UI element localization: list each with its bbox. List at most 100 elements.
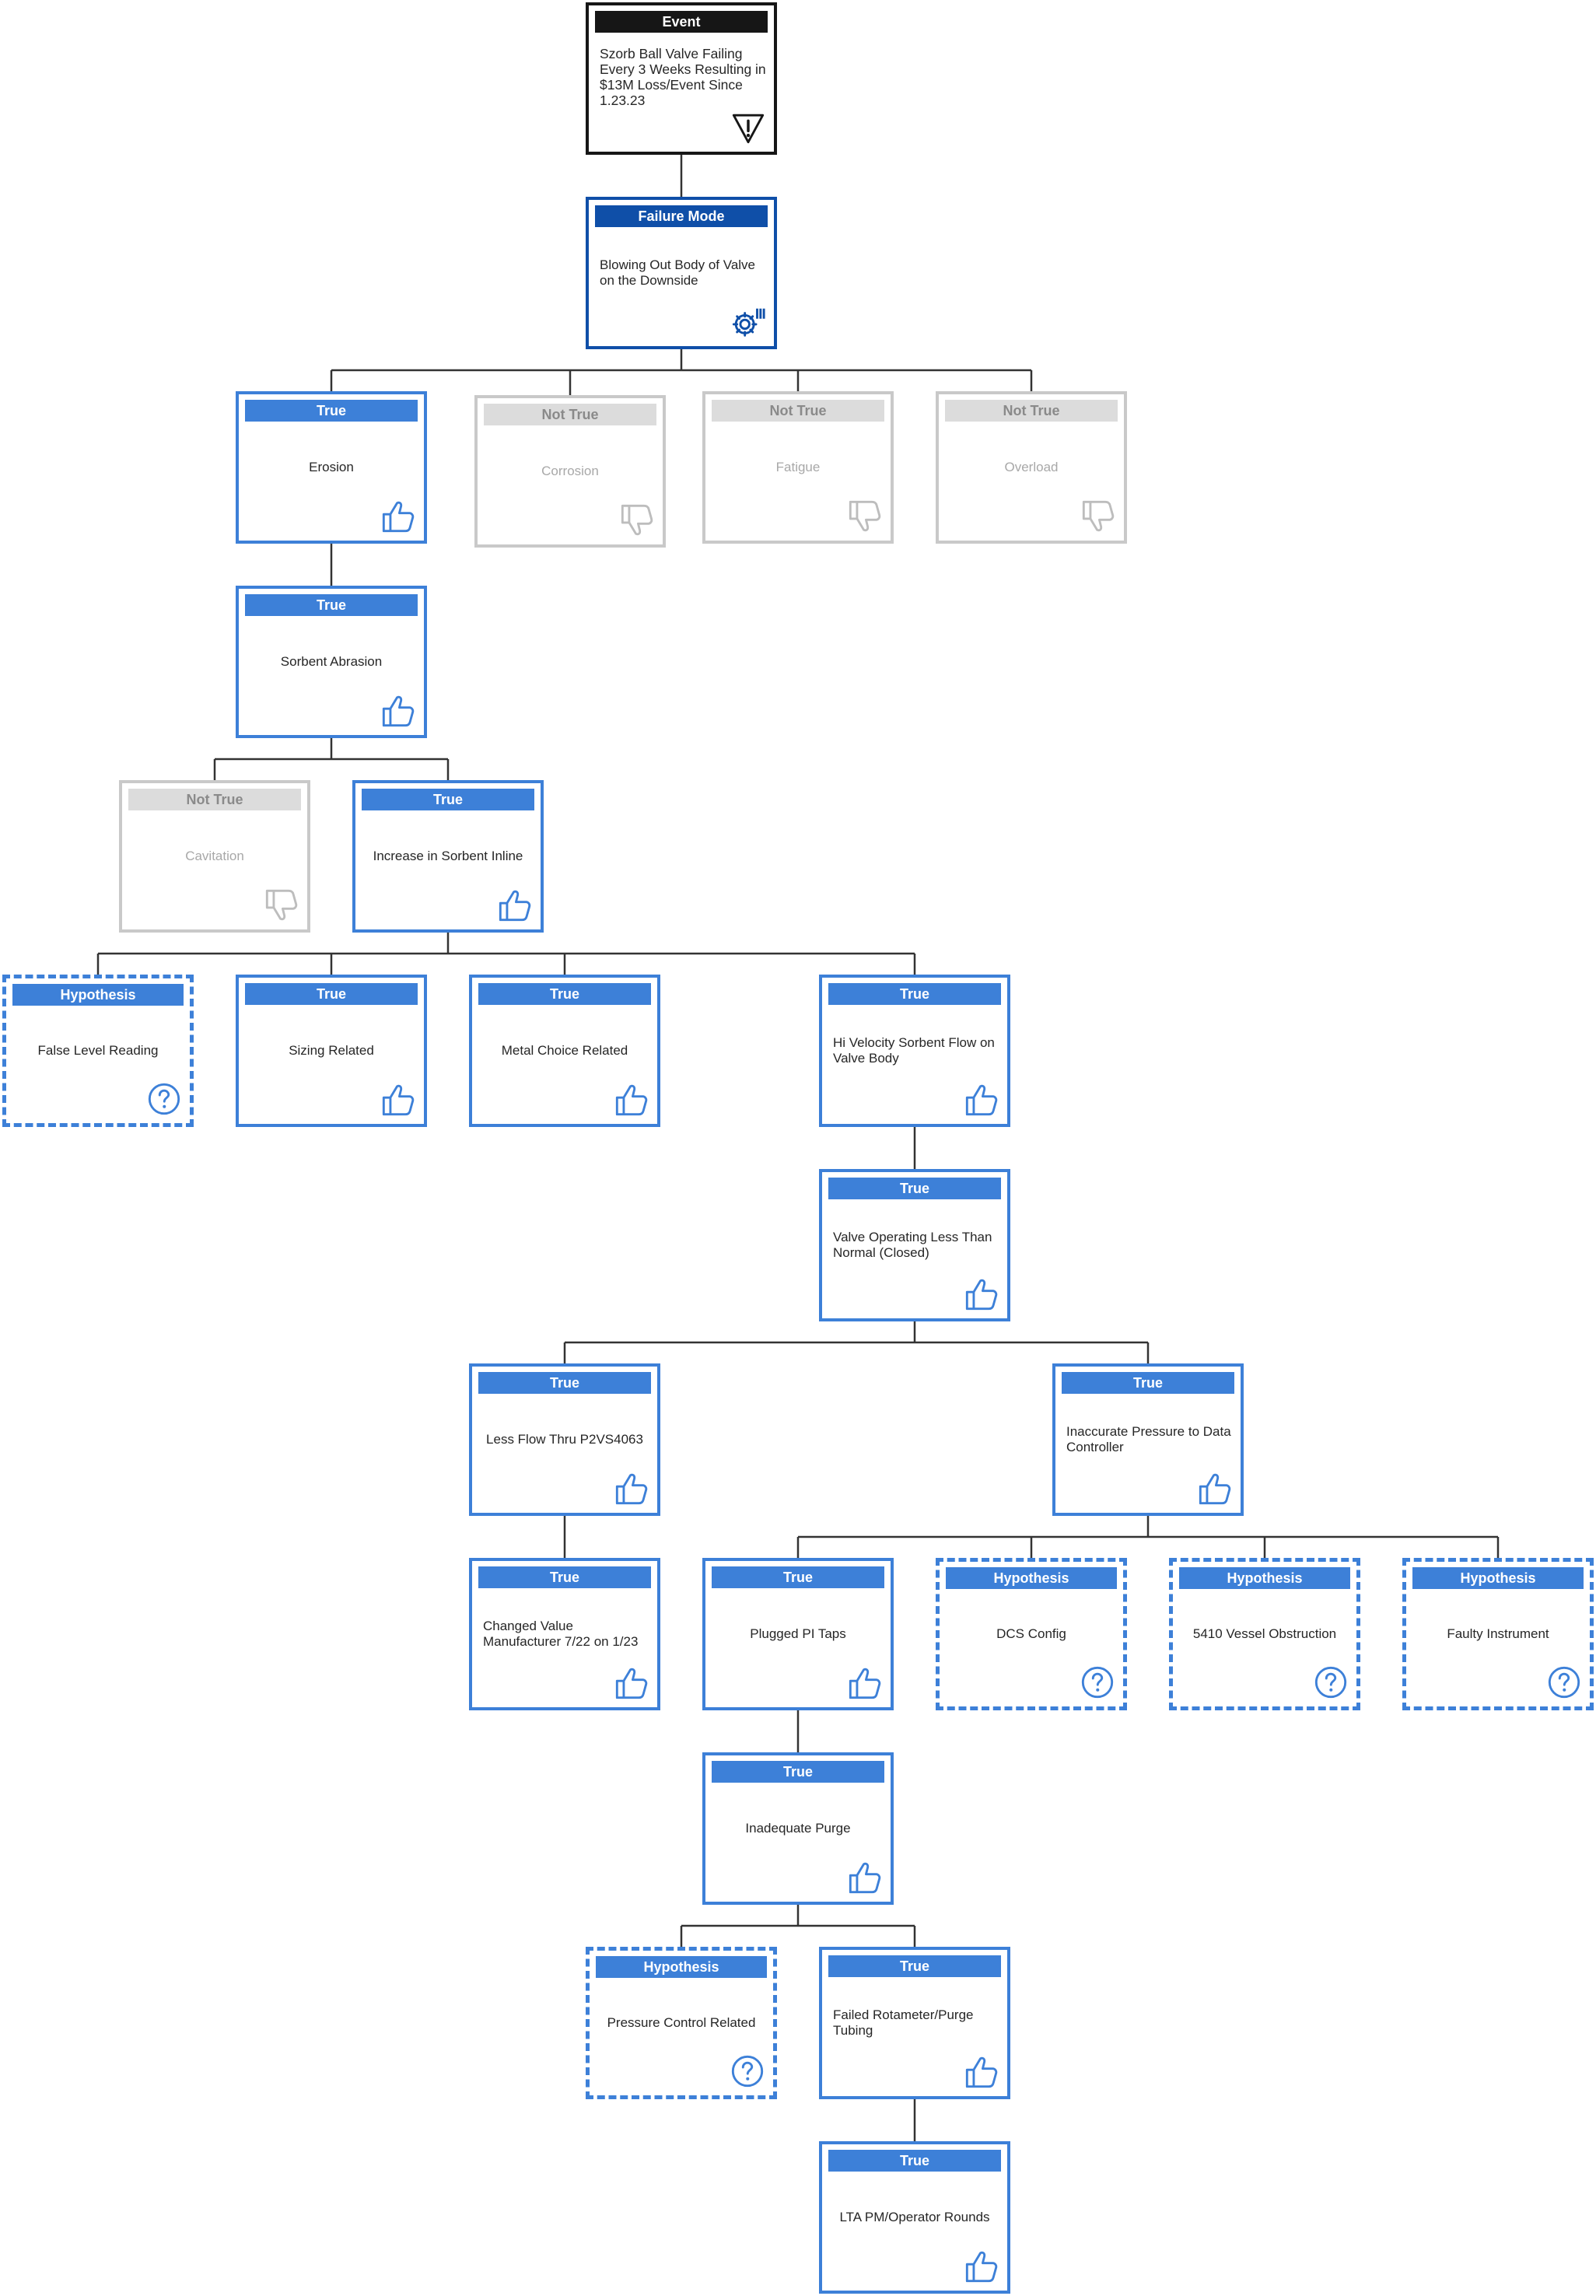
node-status-label: True [1062, 1372, 1234, 1394]
node-text: Plugged PI Taps [713, 1592, 883, 1676]
node-text: Less Flow Thru P2VS4063 [480, 1398, 649, 1482]
question-icon [1080, 1664, 1115, 1700]
node-status-label: True [478, 1372, 651, 1394]
node-status-label: Failure Mode [595, 205, 768, 227]
node-text: 5410 Vessel Obstruction [1181, 1593, 1349, 1675]
node-text-value: LTA PM/Operator Rounds [839, 2210, 990, 2224]
node-text-value: Cavitation [185, 849, 244, 863]
node-text: Inaccurate Pressure to Data Controller [1063, 1398, 1233, 1482]
node-text-value: Plugged PI Taps [750, 1626, 846, 1641]
thumbs-up-icon [497, 887, 533, 923]
node-text-value: Overload [1004, 460, 1059, 474]
node-text: Szorb Ball Valve Failing Every 3 Weeks R… [597, 37, 766, 121]
node-text-value: Inaccurate Pressure to Data Controller [1066, 1424, 1231, 1454]
node-text-value: Fatigue [775, 460, 821, 474]
node-status-label: Not True [712, 400, 884, 422]
thumbs-down-icon [847, 499, 883, 534]
node-status-label: True [828, 983, 1001, 1005]
node-status-label: Hypothesis [596, 1956, 767, 1978]
node-status-label: True [828, 1955, 1001, 1977]
gear-chart-icon [730, 304, 766, 340]
node-status-label: True [828, 2150, 1001, 2172]
node-text: DCS Config [947, 1593, 1115, 1675]
node-text: Hi Velocity Sorbent Flow on Valve Body [830, 1009, 999, 1093]
node-text-value: Szorb Ball Valve Failing Every 3 Weeks R… [600, 46, 766, 108]
node-text-value: Sizing Related [289, 1043, 374, 1058]
thumbs-up-icon [614, 1665, 649, 1701]
node-text: Sizing Related [247, 1009, 416, 1093]
node-text-value: Blowing Out Body of Valve on the Downsid… [600, 257, 756, 288]
node-vessel-obstruction[interactable]: Hypothesis 5410 Vessel Obstruction [1169, 1558, 1360, 1710]
node-text-value: Inadequate Purge [745, 1821, 851, 1836]
node-text: Erosion [247, 425, 416, 509]
node-status-label: True [245, 400, 418, 422]
node-text-value: Increase in Sorbent Inline [373, 849, 523, 863]
node-status-label: True [245, 594, 418, 616]
thumbs-up-icon [380, 499, 416, 534]
node-status-label: Hypothesis [1179, 1567, 1350, 1589]
node-status-label: Event [595, 11, 768, 33]
node-text: Cavitation [130, 814, 299, 898]
node-text-value: DCS Config [996, 1626, 1066, 1641]
node-text: Overload [947, 425, 1116, 509]
node-text-value: Corrosion [541, 464, 599, 478]
thumbs-up-icon [614, 1471, 649, 1507]
node-text-value: Faulty Instrument [1447, 1626, 1549, 1641]
node-text-value: False Level Reading [37, 1043, 159, 1058]
thumbs-up-icon [847, 1860, 883, 1895]
node-text: Sorbent Abrasion [247, 620, 416, 704]
node-text: Valve Operating Less Than Normal (Closed… [830, 1203, 999, 1287]
node-text: Failed Rotameter/Purge Tubing [830, 1981, 999, 2065]
thumbs-up-icon [380, 1082, 416, 1118]
node-status-label: Hypothesis [1412, 1567, 1584, 1589]
node-text: Blowing Out Body of Valve on the Downsid… [597, 231, 766, 315]
node-text: Changed Value Manufacturer 7/22 on 1/23 [480, 1592, 649, 1676]
node-status-label: Hypothesis [12, 984, 184, 1006]
node-status-label: True [478, 983, 651, 1005]
node-text-value: Metal Choice Related [501, 1043, 628, 1058]
thumbs-up-icon [847, 1665, 883, 1701]
question-icon [146, 1081, 182, 1117]
node-status-label: True [828, 1178, 1001, 1199]
thumbs-up-icon [964, 2249, 999, 2284]
node-text: Pressure Control Related [597, 1982, 765, 2064]
node-status-label: Not True [128, 789, 301, 810]
node-text: Metal Choice Related [480, 1009, 649, 1093]
node-text-value: Pressure Control Related [607, 2015, 756, 2030]
node-text: Inadequate Purge [713, 1787, 883, 1871]
question-icon [730, 2053, 765, 2089]
warning-icon [730, 110, 766, 145]
node-text-value: Hi Velocity Sorbent Flow on Valve Body [833, 1035, 995, 1066]
node-text-value: Changed Value Manufacturer 7/22 on 1/23 [483, 1619, 639, 1649]
node-text-value: Valve Operating Less Than Normal (Closed… [833, 1230, 992, 1260]
node-text: Fatigue [713, 425, 883, 509]
thumbs-up-icon [964, 1276, 999, 1312]
node-hi-velocity[interactable]: True Hi Velocity Sorbent Flow on Valve Bo… [819, 975, 1010, 1127]
thumbs-down-icon [619, 502, 655, 538]
node-text: Corrosion [485, 429, 655, 513]
